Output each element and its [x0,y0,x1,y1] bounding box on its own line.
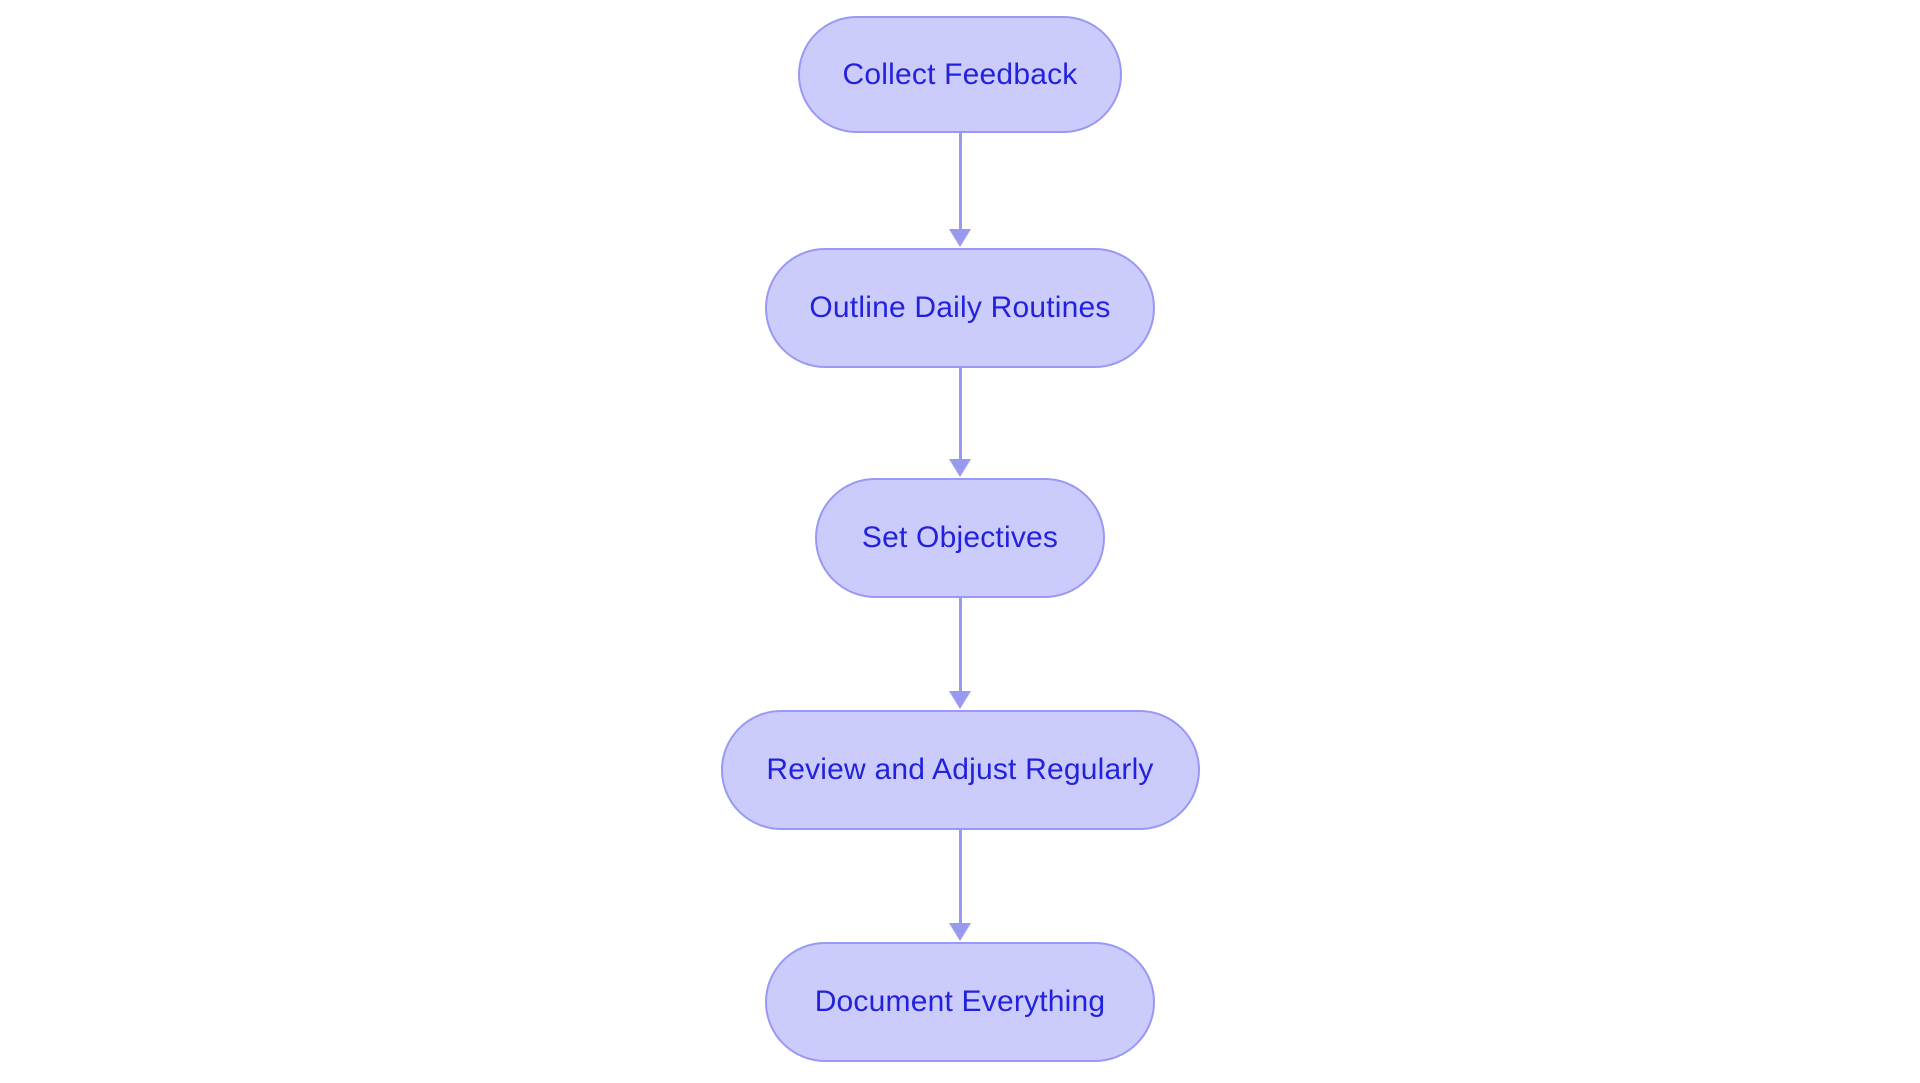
flow-node-label: Collect Feedback [842,57,1078,91]
edge-line [958,598,962,692]
down-arrow-icon [949,229,971,247]
flow-node-label: Set Objectives [861,521,1059,554]
flow-node-label: Review and Adjust Regularly [766,753,1154,786]
flow-row-3: Set Objectives [0,478,1920,598]
edge-line [958,368,962,460]
flow-row-4: Review and Adjust Regularly [0,710,1920,830]
flow-edge-set-objectives-to-review-and-adjust-regularly [940,598,980,710]
flow-node-label: Document Everything [814,985,1106,1018]
flow-node-document-everything[interactable]: Document Everything [765,942,1155,1062]
flow-edge-review-and-adjust-regularly-to-document-everything [940,830,980,942]
flow-row-1: Collect Feedback [0,16,1920,133]
down-arrow-icon [949,923,971,941]
down-arrow-icon [949,459,971,477]
down-arrow-icon [949,691,971,709]
flow-node-set-objectives[interactable]: Set Objectives [815,478,1105,598]
canvas-top-spacer [0,0,1920,16]
edge-line [958,133,962,230]
flow-node-collect-feedback[interactable]: Collect Feedback [798,16,1122,133]
flow-node-label: Outline Daily Routines [809,291,1111,324]
flow-row-2: Outline Daily Routines [0,248,1920,368]
edge-line [958,830,962,924]
flow-row-5: Document Everything [0,942,1920,1062]
flow-edge-outline-daily-routines-to-set-objectives [940,368,980,478]
flow-edge-collect-feedback-to-outline-daily-routines [940,133,980,248]
flow-node-review-and-adjust-regularly[interactable]: Review and Adjust Regularly [720,710,1200,830]
flow-node-outline-daily-routines[interactable]: Outline Daily Routines [765,248,1155,368]
